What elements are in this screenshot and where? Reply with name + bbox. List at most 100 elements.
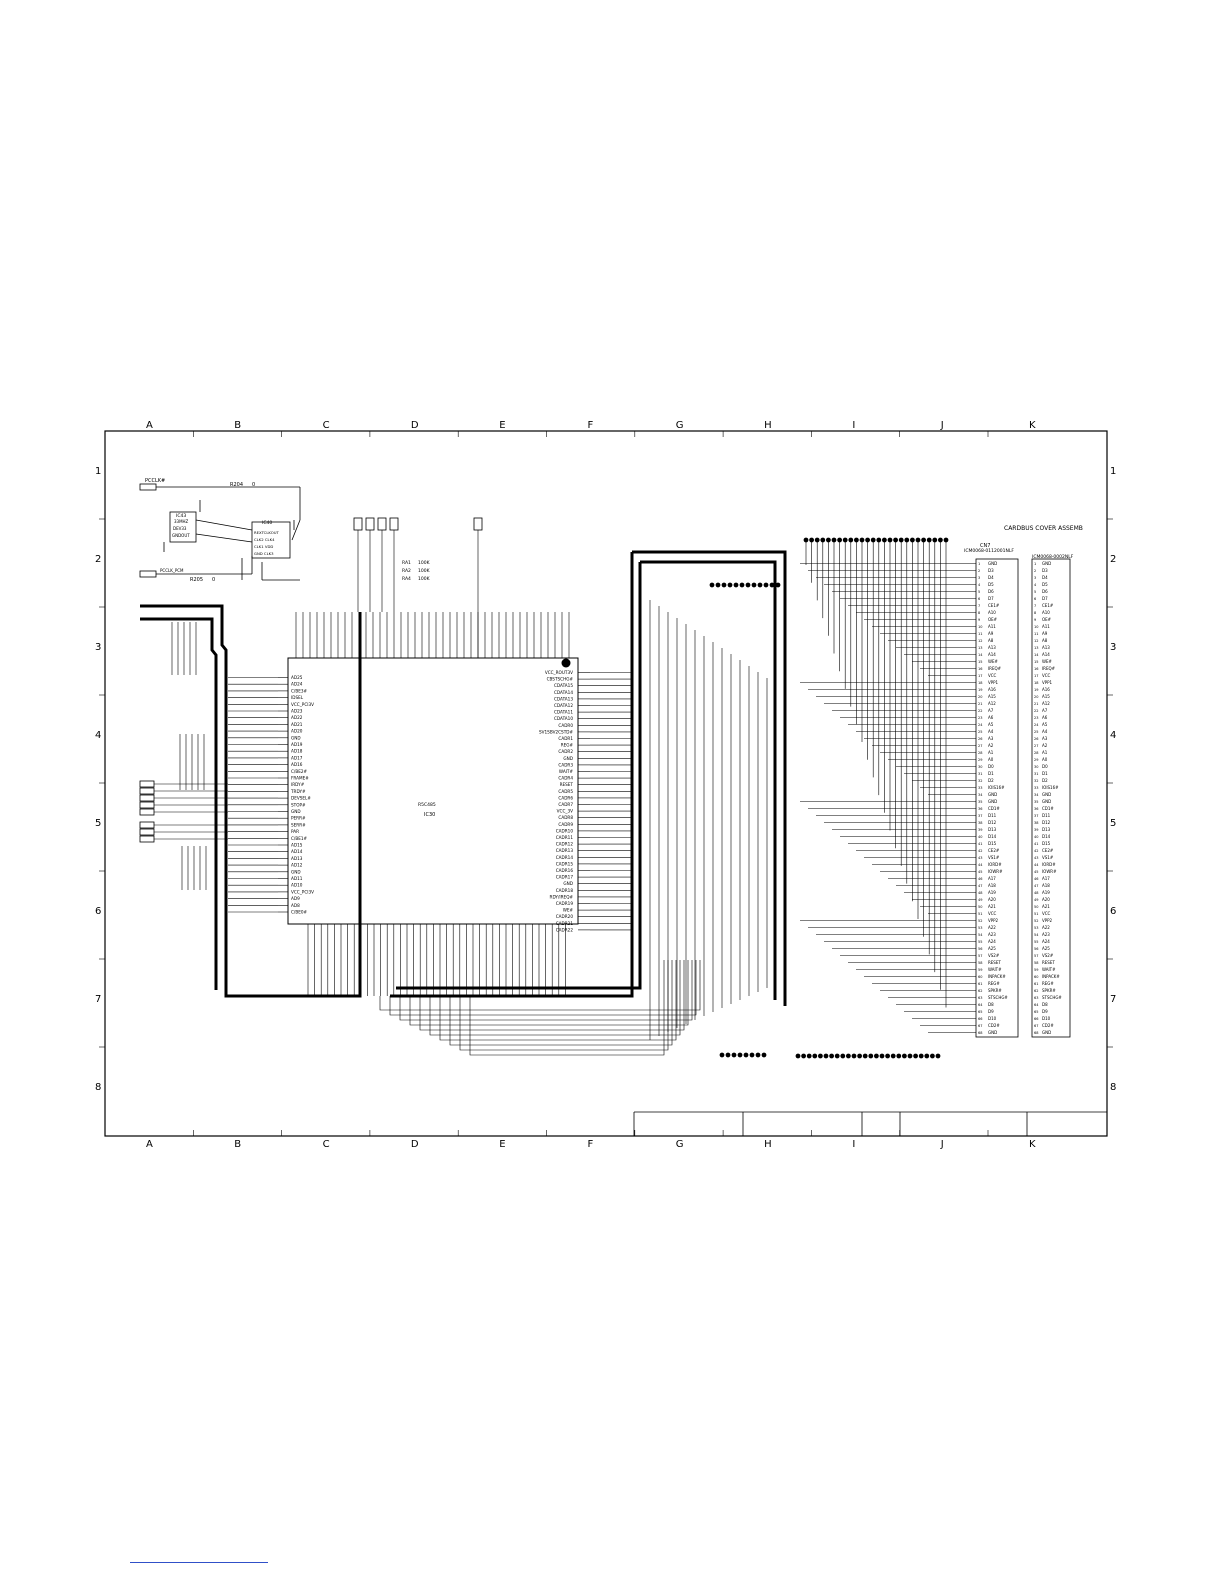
connector-pin-right: A6	[1042, 715, 1048, 720]
connector-pin-left: D2	[988, 778, 994, 783]
connector-pin-number: 60	[978, 975, 982, 979]
cap-terminal	[846, 1053, 851, 1059]
cap-terminal	[868, 1053, 874, 1059]
connector-pin-left: D9	[988, 1009, 994, 1014]
left-pin-label: C/BE0#	[291, 910, 308, 915]
connector-pin-number: 36	[1034, 807, 1038, 811]
cap-terminal	[851, 1053, 857, 1059]
bus-route	[459, 960, 669, 1051]
cap-terminal	[874, 1053, 879, 1059]
right-pin-label: CADR18	[556, 888, 574, 893]
right-pin-label: CADR20	[556, 914, 574, 919]
grid-col-top-H: H	[764, 420, 772, 431]
left-pin-label: AD16	[291, 762, 303, 767]
connector-pin-right: RESET	[1042, 960, 1055, 965]
connector-pin-number: 37	[978, 814, 982, 818]
connector-pin-left: A23	[988, 932, 996, 937]
connector-pin-number: 48	[978, 891, 982, 895]
cap-terminal	[930, 1053, 935, 1059]
connector-pin-left: OE#	[988, 617, 998, 622]
connector-pin-number: 8	[978, 611, 980, 615]
connector-pin-number: 29	[1034, 758, 1038, 762]
connector-pin-number: 56	[978, 947, 982, 951]
connector-pin-number: 42	[978, 849, 982, 853]
connector-pin-number: 21	[1034, 702, 1038, 706]
connector-pin-number: 50	[1034, 905, 1038, 909]
left-pin-label: GND	[291, 809, 301, 814]
connector-pin-number: 65	[1034, 1010, 1038, 1014]
connector-pin-number: 10	[978, 625, 982, 629]
connector-pin-number: 11	[1034, 632, 1038, 636]
cap-terminal	[848, 537, 854, 543]
connector-pin-number: 44	[1034, 863, 1039, 867]
cap-terminal	[709, 582, 715, 588]
connector-pin-number: 62	[978, 989, 982, 993]
right-pin-label: CADR7	[558, 802, 573, 807]
grid-col-top-G: G	[676, 420, 684, 431]
connector-pin-right: SPKR#	[1042, 988, 1056, 993]
left-pin-label: STOP#	[291, 802, 306, 807]
connector-pin-right: VCC	[1042, 673, 1051, 678]
connector-pin-right: OE#	[1042, 617, 1052, 622]
connector-pin-right: VPP2	[1042, 918, 1053, 923]
connector-pin-right: D12	[1042, 820, 1051, 825]
grid-col-top-E: E	[499, 420, 505, 431]
connector-pin-left: A0	[988, 757, 994, 762]
connector-pin-right: D15	[1042, 841, 1051, 846]
connector-pin-number: 2	[978, 569, 980, 573]
connector-pin-number: 28	[1034, 751, 1038, 755]
connector-pin-left: A2	[988, 743, 994, 748]
capacitor-banks	[709, 537, 949, 1059]
connector-pin-number: 12	[978, 639, 982, 643]
crystal-pin-1: DEV33	[173, 526, 187, 531]
cap-terminal	[898, 537, 904, 543]
connector-pin-number: 66	[978, 1017, 982, 1021]
connector-pin-number: 56	[1034, 947, 1038, 951]
connector-pin-right: D1	[1042, 771, 1048, 776]
cap-terminal	[749, 1052, 755, 1058]
cap-terminal	[859, 537, 865, 543]
connector-pin-right: D3	[1042, 568, 1048, 573]
connector-pin-left: A6	[988, 715, 994, 720]
connector-pin-right: GND	[1042, 561, 1051, 566]
clock-ic-pin-1: REXTCLKOUT	[254, 530, 279, 535]
left-signal-wires	[228, 677, 288, 913]
connector-pin-number: 58	[1034, 961, 1038, 965]
cap-terminal	[761, 1052, 767, 1058]
ra1-value: 100K	[418, 560, 431, 566]
right-pin-label: CADR11	[556, 835, 574, 840]
bus-route	[389, 960, 697, 1016]
connector-pin-left: A8	[988, 638, 994, 643]
connector-pin-number: 3	[978, 576, 980, 580]
grid-col-top-C: C	[323, 420, 330, 431]
resistor-body	[377, 517, 387, 531]
cap-terminal	[823, 1053, 829, 1059]
connector-pin-left: A19	[988, 890, 996, 895]
cap-terminal	[739, 582, 745, 588]
connector-pin-left: STSCHG#	[988, 995, 1008, 1000]
left-pin-label: TRDY#	[290, 789, 306, 794]
connector-pin-right: A3	[1042, 736, 1048, 741]
connector-pin-right: A4	[1042, 729, 1048, 734]
right-pin-label: WAIT#	[559, 769, 574, 774]
right-pin-label: RESET	[560, 782, 574, 787]
connector-pin-left: A20	[988, 897, 996, 902]
left-connector-pin	[139, 808, 155, 816]
connector-pin-number: 50	[978, 905, 982, 909]
connector-pin-left: A13	[988, 645, 996, 650]
connector-pin-right: VS2#	[1042, 953, 1054, 958]
cap-terminal	[943, 537, 949, 543]
connector-pin-left: A14	[988, 652, 996, 657]
connector-pin-number: 5	[1034, 590, 1036, 594]
connector-pin-left: GND	[988, 799, 997, 804]
right-pin-label: RDY/IREQ#	[550, 894, 574, 899]
cap-terminal	[876, 537, 882, 543]
pcclk-pcm-label: PCCLK_PCM	[160, 568, 184, 573]
connector-pin-left: VS2#	[988, 953, 1000, 958]
connector-pin-left: A4	[988, 729, 994, 734]
connector-pin-right: VPP1	[1042, 680, 1053, 685]
cap-terminal	[795, 1053, 801, 1059]
connector-pin-left: VCC	[988, 673, 997, 678]
connector-pin-left: D3	[988, 568, 994, 573]
cap-terminal	[829, 1053, 834, 1059]
